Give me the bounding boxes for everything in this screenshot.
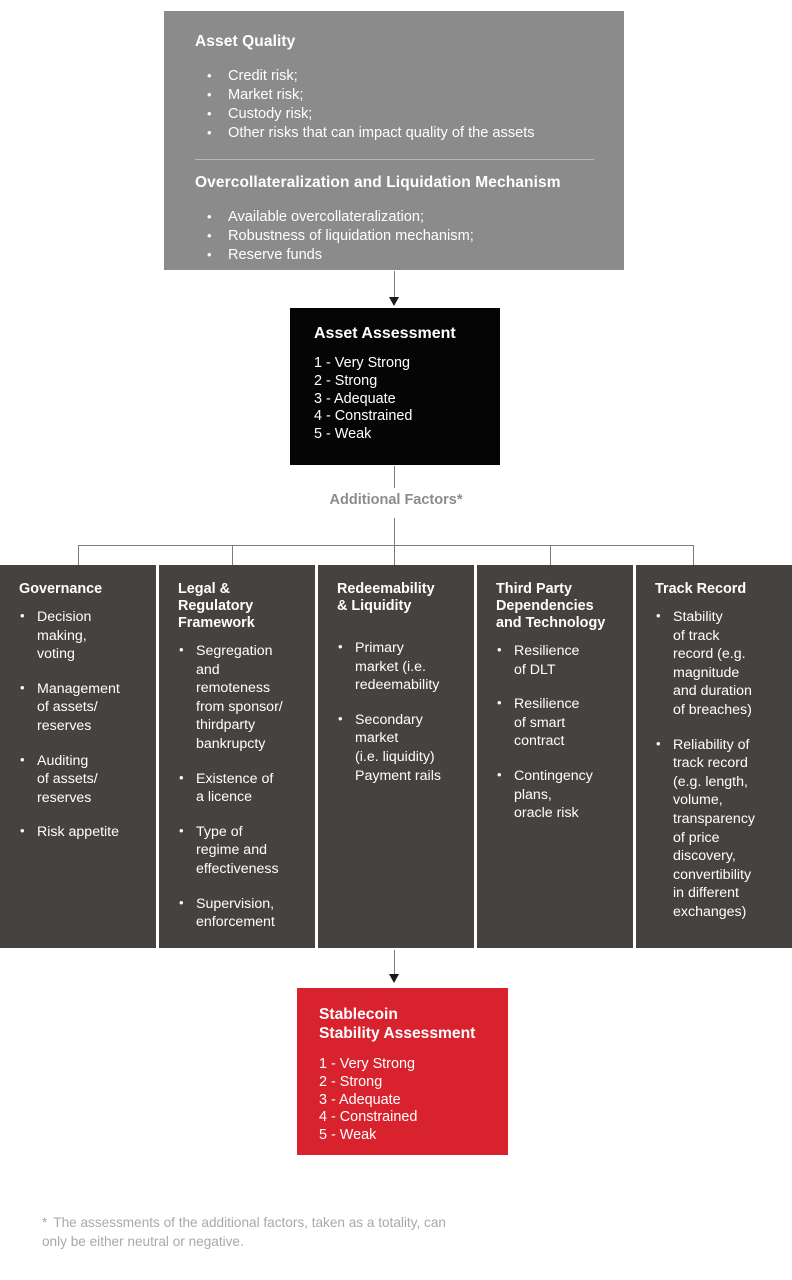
list-item: Stability of track record (e.g. magnitud… <box>655 607 778 720</box>
list-item: Type of regime and effectiveness <box>178 822 301 879</box>
arrow-head-icon <box>389 297 399 306</box>
footnote: *The assessments of the additional facto… <box>42 1213 462 1251</box>
list-item: Reserve funds <box>195 245 594 265</box>
asset-quality-box: Asset Quality Credit risk; Market risk; … <box>164 11 624 270</box>
connector-branch-governance <box>78 545 79 565</box>
column-title: Redeemability & Liquidity <box>337 581 435 614</box>
list-item: 2 - Strong <box>314 372 378 389</box>
stablecoin-assessment-scale-list: 1 - Very Strong 2 - Strong 3 - Adequate … <box>319 1056 508 1145</box>
list-item: 4 - Constrained <box>319 1109 418 1126</box>
list-item: Credit risk; <box>195 66 594 86</box>
additional-factors-label: Additional Factors* <box>329 492 463 508</box>
list-item: Custody risk; <box>195 104 594 124</box>
column-track-record: Track Record Stability of track record (… <box>636 565 792 948</box>
footnote-text: The assessments of the additional factor… <box>42 1215 446 1249</box>
list-item: Existence of a licence <box>178 769 301 807</box>
list-item: Management of assets/ reserves <box>19 679 142 736</box>
asset-assessment-scale-list: 1 - Very Strong 2 - Strong 3 - Adequate … <box>314 355 500 444</box>
connector-line-to-result <box>394 950 395 977</box>
column-bullet-list: Resilience of DLT Resilience of smart co… <box>496 641 619 823</box>
column-title: Legal & Regulatory Framework <box>178 581 255 631</box>
column-bullet-list: Primary market (i.e. redeemability Secon… <box>337 638 460 785</box>
overcollateralization-heading: Overcollateralization and Liquidation Me… <box>195 174 561 191</box>
stablecoin-assessment-title: Stablecoin Stability Assessment <box>319 1006 476 1042</box>
list-item: Decision making, voting <box>19 607 142 664</box>
asset-quality-heading: Asset Quality <box>195 33 296 50</box>
column-title: Third Party Dependencies and Technology <box>496 581 606 631</box>
list-item: Market risk; <box>195 85 594 105</box>
list-item: Resilience of DLT <box>496 641 619 679</box>
column-third-party-dependencies-and-technology: Third Party Dependencies and Technology … <box>477 565 633 948</box>
connector-branch-track-record <box>693 545 694 565</box>
list-item: 2 - Strong <box>319 1073 383 1090</box>
list-item: 3 - Adequate <box>319 1091 401 1108</box>
overcollateralization-bullet-list: Available overcollateralization; Robustn… <box>195 207 594 265</box>
list-item: Resilience of smart contract <box>496 694 619 751</box>
list-item: 5 - Weak <box>319 1127 377 1144</box>
column-redeemability-liquidity: Redeemability & Liquidity Primary market… <box>318 565 474 948</box>
additional-factors-columns: Governance Decision making, voting Manag… <box>0 565 792 948</box>
list-item: Robustness of liquidation mechanism; <box>195 226 594 246</box>
section-divider <box>195 159 594 160</box>
list-item: 4 - Constrained <box>314 408 413 425</box>
connector-line-horizontal <box>78 545 694 546</box>
list-item: Other risks that can impact quality of t… <box>195 123 594 143</box>
list-item: 5 - Weak <box>314 426 372 443</box>
footnote-marker: * <box>42 1215 48 1230</box>
list-item: Segregation and remoteness from sponsor/… <box>178 641 301 754</box>
list-item: Primary market (i.e. redeemability <box>337 638 460 695</box>
list-item: Reliability of track record (e.g. length… <box>655 735 778 922</box>
list-item: Auditing of assets/ reserves <box>19 751 142 808</box>
connector-line-label-down <box>394 518 395 545</box>
list-item: 1 - Very Strong <box>314 355 410 371</box>
arrow-head-icon <box>389 974 399 983</box>
asset-assessment-box: Asset Assessment 1 - Very Strong 2 - Str… <box>290 308 500 465</box>
column-title: Governance <box>19 581 103 597</box>
connector-line-assessment-to-label <box>394 466 395 488</box>
list-item: Risk appetite <box>19 822 142 842</box>
list-item: Supervision, enforcement <box>178 894 301 932</box>
list-item: Contingency plans, oracle risk <box>496 766 619 823</box>
column-bullet-list: Stability of track record (e.g. magnitud… <box>655 607 778 922</box>
asset-assessment-title: Asset Assessment <box>314 325 456 342</box>
list-item: 3 - Adequate <box>314 390 396 407</box>
column-title: Track Record <box>655 581 747 597</box>
connector-line-top <box>394 271 395 299</box>
column-bullet-list: Decision making, voting Management of as… <box>19 607 142 842</box>
column-governance: Governance Decision making, voting Manag… <box>0 565 156 948</box>
connector-branch-third-party <box>550 545 551 565</box>
column-legal-regulatory-framework: Legal & Regulatory Framework Segregation… <box>159 565 315 948</box>
connector-branch-redeemability <box>394 545 395 565</box>
list-item: 1 - Very Strong <box>319 1056 415 1072</box>
stablecoin-stability-assessment-box: Stablecoin Stability Assessment 1 - Very… <box>297 988 508 1155</box>
connector-branch-legal <box>232 545 233 565</box>
column-bullet-list: Segregation and remoteness from sponsor/… <box>178 641 301 932</box>
asset-quality-bullet-list: Credit risk; Market risk; Custody risk; … <box>195 66 594 143</box>
list-item: Secondary market (i.e. liquidity) Paymen… <box>337 710 460 785</box>
list-item: Available overcollateralization; <box>195 207 594 227</box>
